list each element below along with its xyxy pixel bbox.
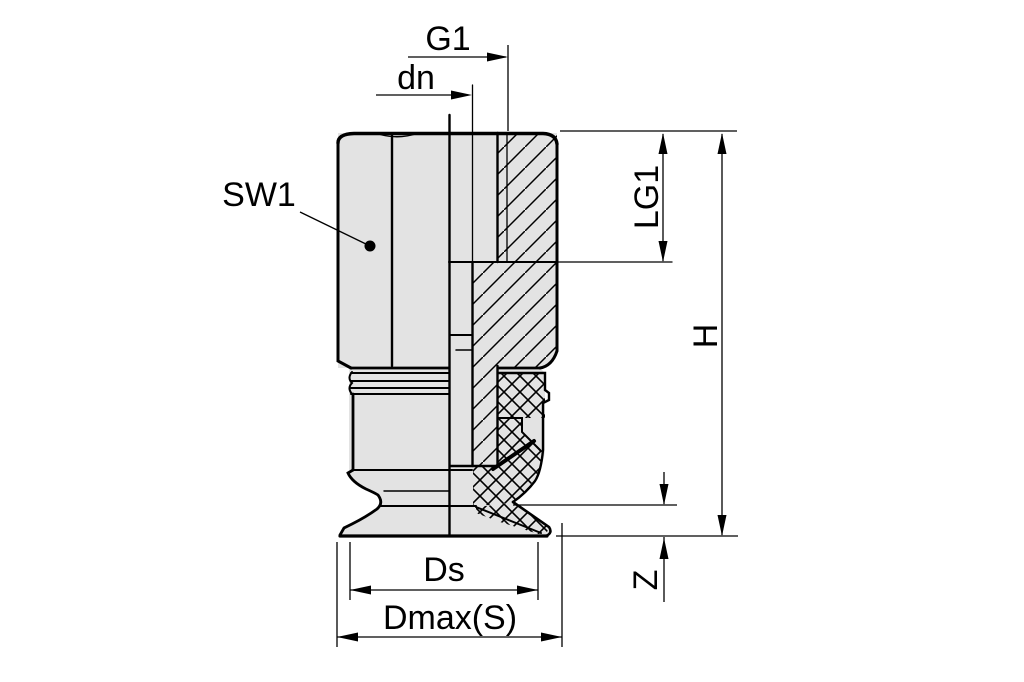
sw1-leader-dot	[364, 240, 376, 252]
label-lg1: LG1	[628, 165, 666, 229]
dimension-arrowheads	[337, 52, 727, 642]
label-sw1: SW1	[222, 176, 296, 214]
label-dn: dn	[397, 59, 435, 97]
dimension-labels: G1 dn SW1 LG1 H Z Ds Dmax(S)	[222, 20, 725, 637]
label-g1: G1	[425, 20, 470, 58]
dimensions	[299, 45, 738, 647]
label-h: H	[687, 324, 725, 349]
label-ds: Ds	[423, 551, 465, 589]
part-outline	[336, 84, 673, 538]
label-dmax-s: Dmax(S)	[383, 599, 517, 637]
label-z: Z	[627, 570, 665, 591]
